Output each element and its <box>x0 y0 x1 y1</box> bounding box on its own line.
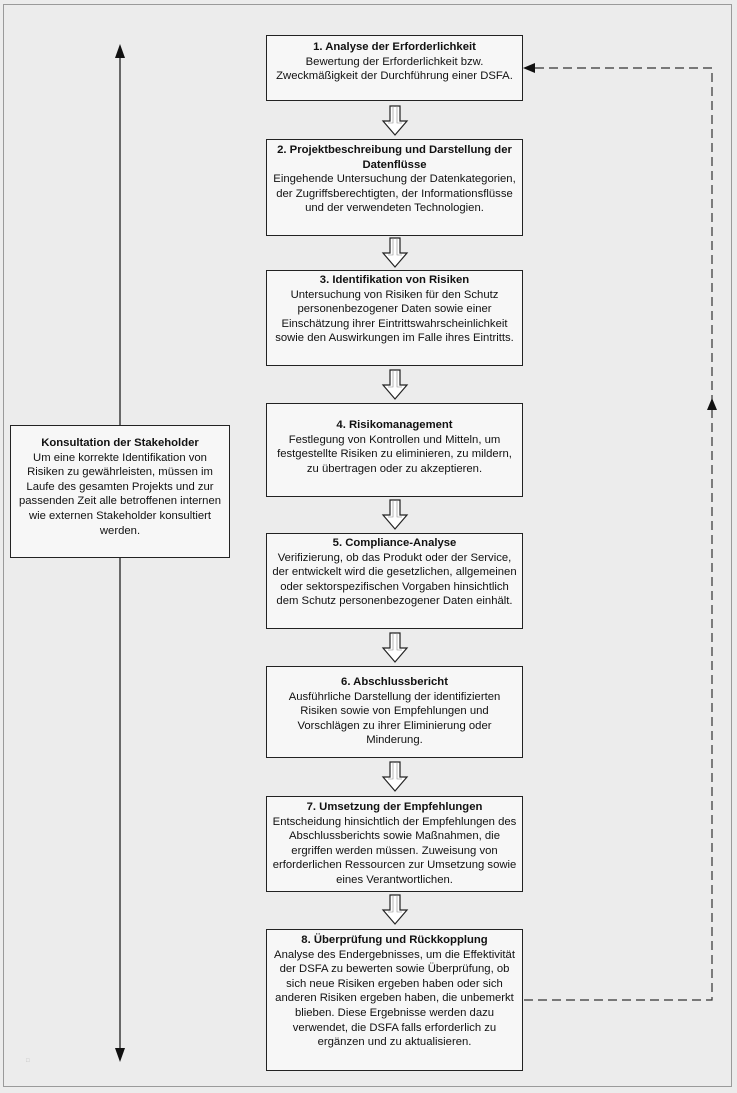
flow-arrow-4 <box>382 499 408 530</box>
flow-arrow-3 <box>382 369 408 400</box>
step-1-desc: Bewertung der Erforderlichkeit bzw. Zwec… <box>276 55 513 83</box>
stakeholder-box: Konsultation der Stakeholder Um eine kor… <box>10 425 230 558</box>
step-4-box: 4. Risikomanagement Festlegung von Kontr… <box>266 403 523 497</box>
page-frame <box>3 4 732 1087</box>
flow-arrow-2 <box>382 237 408 268</box>
stakeholder-vertical-arrow <box>115 44 125 1062</box>
step-3-desc: Untersuchung von Risiken für den Schutz … <box>275 288 514 345</box>
flow-arrow-5 <box>382 632 408 663</box>
step-1-box: 1. Analyse der Erforderlichkeit Bewertun… <box>266 35 523 101</box>
corner-mark: □ <box>26 1058 30 1064</box>
feedback-loop-dashed-arrow <box>523 63 717 1001</box>
step-5-box: 5. Compliance-Analyse Verifizierung, ob … <box>266 533 523 629</box>
step-7-title: 7. Umsetzung der Empfehlungen <box>306 801 483 813</box>
flow-arrow-1 <box>382 105 408 136</box>
flow-arrow-6 <box>382 761 408 792</box>
step-8-desc: Analyse des Endergebnisses, um die Effek… <box>274 948 515 1049</box>
step-7-desc: Entscheidung hinsichtlich der Empfehlung… <box>272 815 517 886</box>
step-8-box: 8. Überprüfung und Rückkopplung Analyse … <box>266 929 523 1071</box>
step-6-title: 6. Abschlussbericht <box>341 676 448 688</box>
arrowhead-left-icon <box>523 63 535 73</box>
step-3-box: 3. Identifikation von Risiken Untersuchu… <box>266 270 523 366</box>
step-3-title: 3. Identifikation von Risiken <box>319 274 470 286</box>
step-8-title: 8. Überprüfung und Rückkopplung <box>301 934 488 946</box>
step-2-title: 2. Projektbeschreibung und Darstellung d… <box>277 144 512 171</box>
step-6-desc: Ausführliche Darstellung der identifizie… <box>288 690 501 747</box>
arrowhead-up-icon <box>115 44 125 58</box>
step-5-title: 5. Compliance-Analyse <box>332 537 457 549</box>
step-2-box: 2. Projektbeschreibung und Darstellung d… <box>266 139 523 236</box>
step-4-title: 4. Risikomanagement <box>336 419 453 431</box>
step-2-desc: Eingehende Untersuchung der Datenkategor… <box>273 173 516 215</box>
step-6-box: 6. Abschlussbericht Ausführliche Darstel… <box>266 666 523 758</box>
stakeholder-title: Konsultation der Stakeholder <box>41 437 199 449</box>
stakeholder-desc: Um eine korrekte Identifikation von Risi… <box>18 451 222 537</box>
arrowhead-up-icon <box>707 398 717 410</box>
step-7-box: 7. Umsetzung der Empfehlungen Entscheidu… <box>266 796 523 892</box>
arrowhead-down-icon <box>115 1048 125 1062</box>
step-4-desc: Festlegung von Kontrollen und Mitteln, u… <box>277 433 512 475</box>
step-1-title: 1. Analyse der Erforderlichkeit <box>313 41 476 53</box>
step-5-desc: Verifizierung, ob das Produkt oder der S… <box>272 551 517 608</box>
flow-arrow-7 <box>382 894 408 925</box>
